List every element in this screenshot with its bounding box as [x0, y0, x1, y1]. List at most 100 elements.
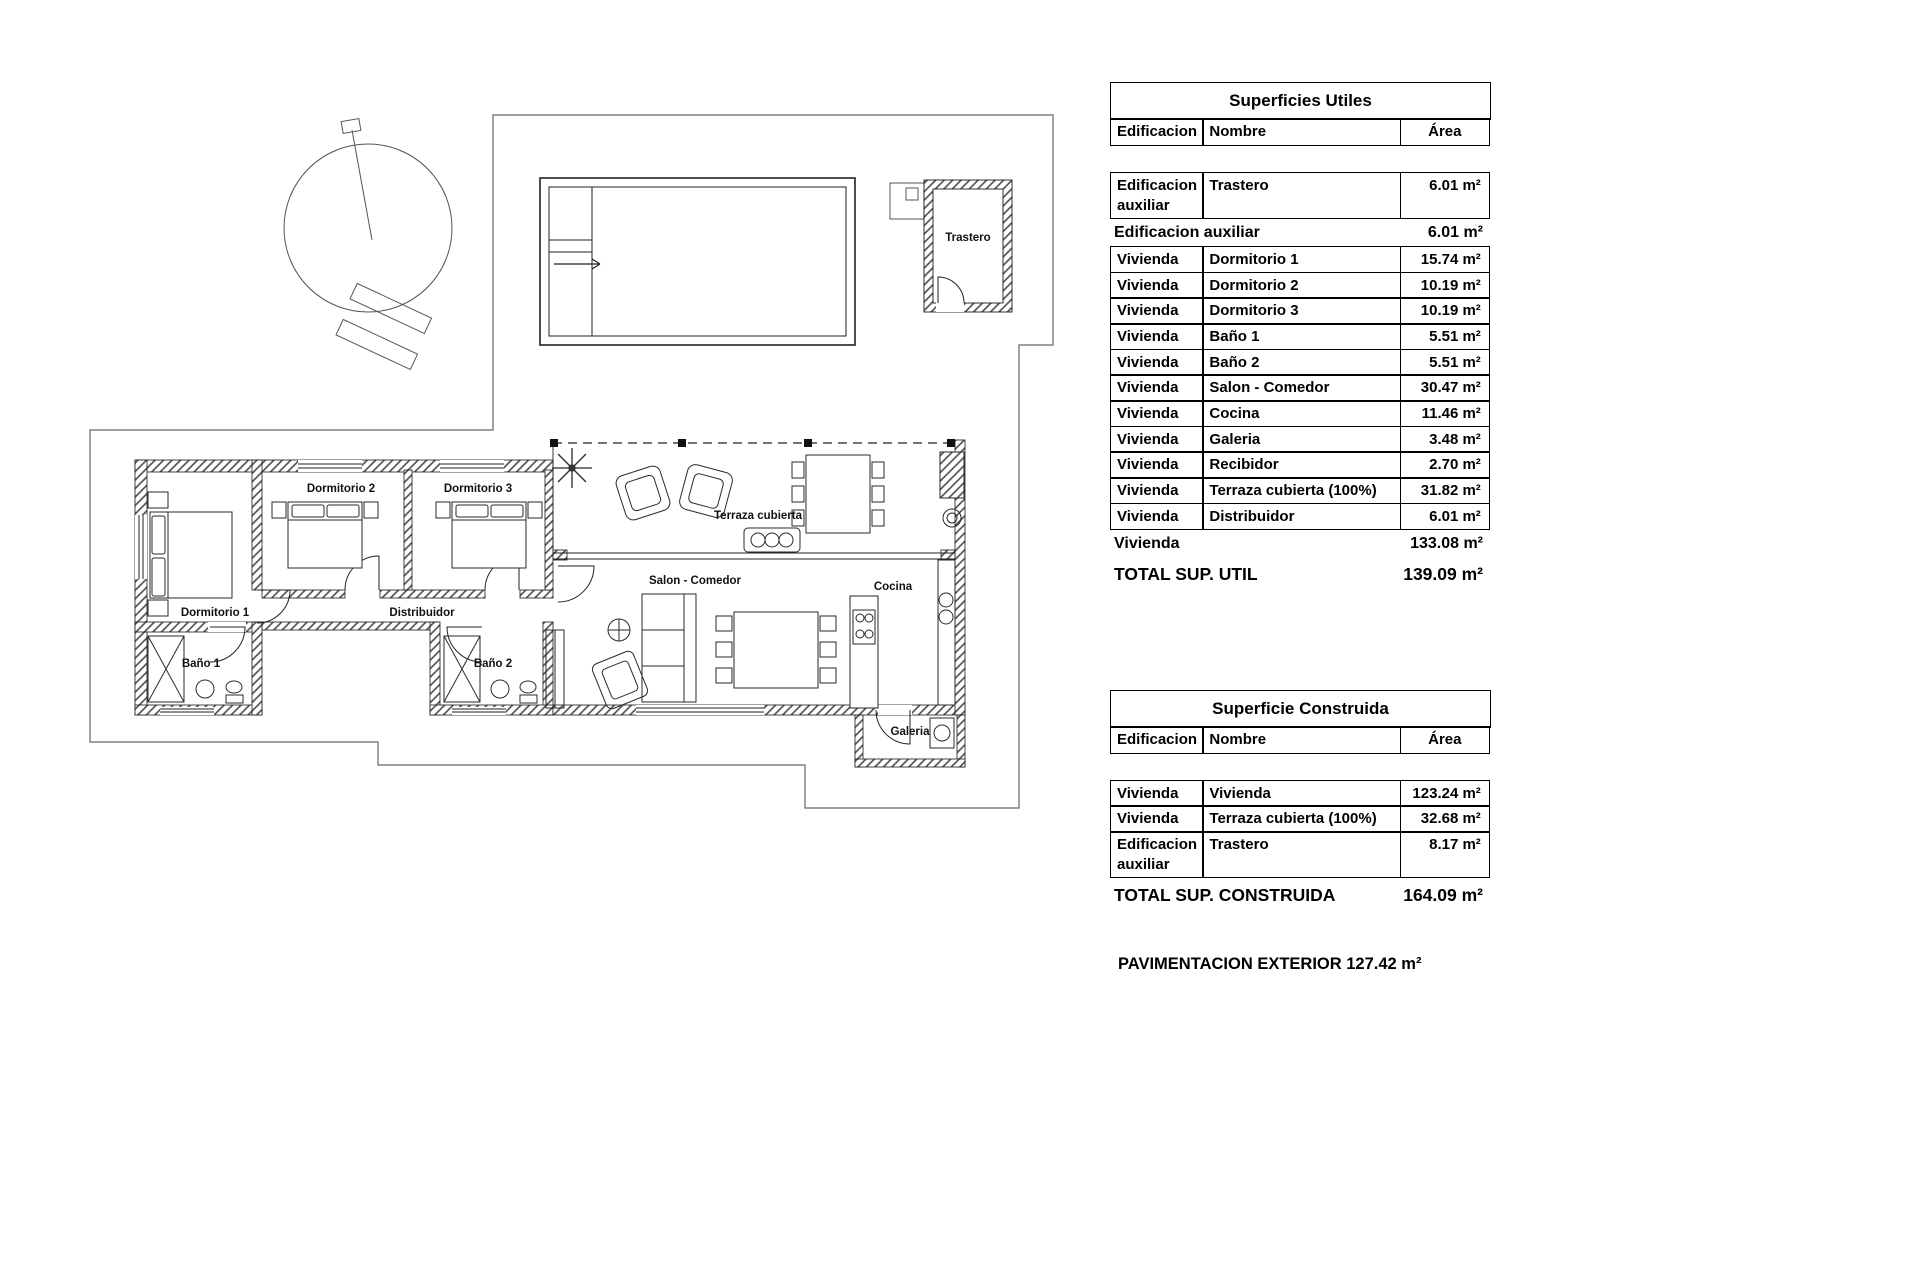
header-area: Área	[1399, 118, 1490, 146]
table-row: Vivienda Distribuidor 6.01 m²	[1110, 502, 1491, 530]
cell-edificacion: Edificacion auxiliar	[1110, 830, 1204, 879]
room-label-trastero: Trastero	[945, 232, 990, 244]
cell-nombre: Trastero	[1202, 171, 1402, 220]
table-gap	[1110, 146, 1491, 172]
cell-edificacion: Vivienda	[1110, 502, 1204, 530]
cell-nombre: Terraza cubierta (100%)	[1202, 805, 1402, 833]
room-label-terraza: Terraza cubierta	[714, 510, 803, 522]
cell-area: 10.19 m²	[1399, 297, 1490, 325]
cell-nombre: Recibidor	[1202, 451, 1402, 479]
cell-edificacion: Vivienda	[1110, 400, 1204, 428]
room-labels: Dormitorio 2 Dormitorio 3 Terraza cubier…	[181, 483, 930, 738]
cell-nombre: Salon - Comedor	[1202, 374, 1402, 402]
cell-area: 6.01 m²	[1399, 502, 1490, 530]
cell-area: 15.74 m²	[1399, 246, 1490, 274]
trastero-building: Trastero	[889, 179, 1013, 313]
cell-nombre: Distribuidor	[1202, 502, 1402, 530]
table-header-row: Edificacion Nombre Área	[1110, 118, 1491, 146]
table-row: Vivienda Terraza cubierta (100%) 31.82 m…	[1110, 477, 1491, 505]
cell-area: 8.17 m²	[1399, 830, 1490, 879]
pavimentacion-exterior-note: PAVIMENTACION EXTERIOR 127.42 m²	[1118, 955, 1422, 973]
kitchen-fixtures	[849, 451, 965, 709]
cell-edificacion: Edificacion auxiliar	[1110, 171, 1204, 220]
doors	[208, 555, 912, 745]
cell-area: 2.70 m²	[1399, 451, 1490, 479]
room-label-dormitorio-1: Dormitorio 1	[181, 607, 250, 619]
cell-nombre: Baño 1	[1202, 323, 1402, 351]
table-row: Vivienda Vivienda 123.24 m²	[1110, 779, 1491, 807]
superficies-utiles-table: Superficies Utiles Edificacion Nombre Ár…	[1110, 82, 1491, 589]
room-label-bano-1: Baño 1	[182, 658, 221, 670]
room-label-galeria: Galeria	[891, 726, 931, 738]
header-edificacion: Edificacion	[1110, 726, 1204, 754]
cell-edificacion: Vivienda	[1110, 246, 1204, 274]
table-row-aux: Edificacion auxiliar Trastero 6.01 m²	[1110, 171, 1491, 220]
cell-area: 5.51 m²	[1399, 348, 1490, 377]
total-value: 164.09 m²	[1403, 885, 1483, 906]
cell-nombre: Terraza cubierta (100%)	[1202, 477, 1402, 505]
superficie-construida-table: Superficie Construida Edificacion Nombre…	[1110, 690, 1491, 910]
cell-area: 3.48 m²	[1399, 425, 1490, 453]
subtotal-label: Edificacion auxiliar	[1114, 224, 1260, 242]
subtotal-value: 133.08 m²	[1410, 534, 1483, 552]
cell-area: 32.68 m²	[1399, 805, 1490, 833]
cell-area: 123.24 m²	[1399, 779, 1490, 807]
subtotal-value: 6.01 m²	[1427, 224, 1483, 242]
cell-edificacion: Vivienda	[1110, 425, 1204, 453]
room-label-salon: Salon - Comedor	[649, 575, 742, 587]
galeria-fixture	[929, 717, 955, 749]
cell-area: 10.19 m²	[1399, 271, 1490, 300]
windows	[135, 460, 764, 715]
terraza-furniture	[552, 448, 885, 553]
subtotal-aux-row: Edificacion auxiliar 6.01 m²	[1110, 219, 1491, 246]
subtotal-vivienda-row: Vivienda 133.08 m²	[1110, 530, 1491, 557]
cell-nombre: Galeria	[1202, 425, 1402, 453]
table-row: Vivienda Dormitorio 3 10.19 m²	[1110, 297, 1491, 325]
cell-edificacion: Vivienda	[1110, 271, 1204, 300]
table-row: Edificacion auxiliar Trastero 8.17 m²	[1110, 830, 1491, 879]
terraza-roof-edge	[550, 439, 955, 447]
table-gap	[1110, 754, 1491, 780]
room-label-cocina: Cocina	[874, 581, 913, 593]
room-label-dormitorio-3: Dormitorio 3	[444, 483, 512, 495]
salon-furniture	[591, 593, 837, 710]
room-label-bano-2: Baño 2	[474, 658, 512, 670]
cell-nombre: Cocina	[1202, 400, 1402, 428]
cell-edificacion: Vivienda	[1110, 451, 1204, 479]
floor-plan-area: Trastero	[0, 0, 1080, 1080]
sliding-glass-wall	[552, 443, 955, 560]
bathroom-fixtures	[147, 629, 565, 709]
table-title: Superficie Construida	[1110, 690, 1491, 728]
cell-nombre: Dormitorio 1	[1202, 246, 1402, 274]
cell-area: 6.01 m²	[1399, 171, 1490, 220]
cell-area: 30.47 m²	[1399, 374, 1490, 402]
total-label: TOTAL SUP. UTIL	[1114, 563, 1258, 584]
cell-edificacion: Vivienda	[1110, 297, 1204, 325]
subtotal-label: Vivienda	[1114, 534, 1180, 552]
total-value: 139.09 m²	[1403, 563, 1483, 584]
total-label: TOTAL SUP. CONSTRUIDA	[1114, 885, 1336, 906]
cell-nombre: Vivienda	[1202, 779, 1402, 807]
table-row: Vivienda Dormitorio 2 10.19 m²	[1110, 271, 1491, 300]
cell-nombre: Dormitorio 3	[1202, 297, 1402, 325]
floor-plan-drawing: Trastero	[89, 114, 1054, 809]
cell-edificacion: Vivienda	[1110, 348, 1204, 377]
header-edificacion: Edificacion	[1110, 118, 1204, 146]
room-label-dormitorio-2: Dormitorio 2	[307, 483, 375, 495]
bedroom-furniture	[147, 491, 543, 617]
cell-area: 5.51 m²	[1399, 323, 1490, 351]
table-row: Vivienda Terraza cubierta (100%) 32.68 m…	[1110, 805, 1491, 833]
header-area: Área	[1399, 726, 1490, 754]
pool-arrow	[554, 258, 601, 270]
cell-area: 11.46 m²	[1399, 400, 1490, 428]
cell-edificacion: Vivienda	[1110, 323, 1204, 351]
plot-boundary	[89, 114, 1054, 809]
tree-symbol	[283, 117, 453, 371]
header-nombre: Nombre	[1202, 118, 1402, 146]
table-row: Vivienda Galeria 3.48 m²	[1110, 425, 1491, 453]
cell-nombre: Dormitorio 2	[1202, 271, 1402, 300]
table-row: Vivienda Baño 2 5.51 m²	[1110, 348, 1491, 377]
table-row: Vivienda Baño 1 5.51 m²	[1110, 323, 1491, 351]
cell-edificacion: Vivienda	[1110, 779, 1204, 807]
cell-nombre: Trastero	[1202, 830, 1402, 879]
